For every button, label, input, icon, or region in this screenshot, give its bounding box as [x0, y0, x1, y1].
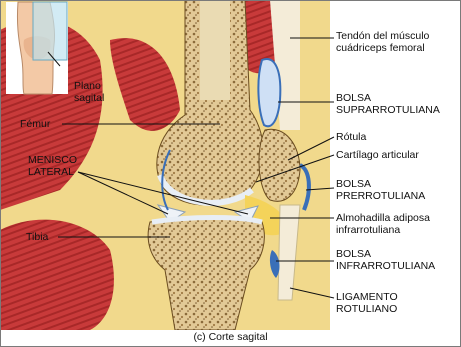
label-femur: Fémur	[20, 118, 50, 130]
label-tibia: Tibia	[26, 231, 48, 243]
calf-muscle	[0, 220, 114, 330]
femur-marrow	[200, 0, 230, 100]
suprapatellar-bursa	[258, 59, 280, 126]
inset-sagittal-plane	[33, 2, 67, 60]
figure-caption: (c) Corte sagital	[0, 331, 461, 343]
label-rotula: Rótula	[336, 131, 366, 143]
label-cartilago-articular: Cartílago articular	[336, 149, 419, 161]
